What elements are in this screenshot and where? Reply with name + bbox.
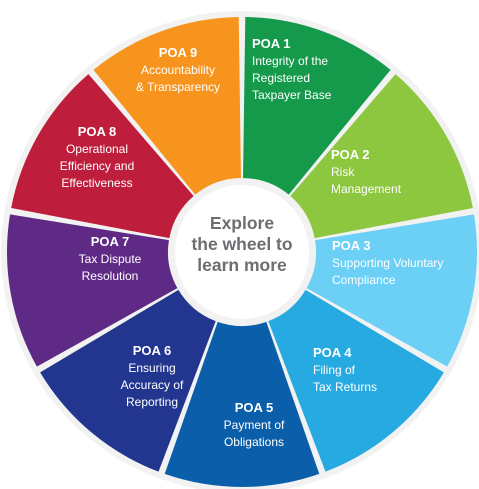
segment-poa-7[interactable] (6, 214, 178, 367)
wheel-labels: POA 1 Integrity of theRegisteredTaxpayer … (60, 36, 444, 449)
segment-poa-7-line-1: Tax Dispute (79, 252, 142, 266)
segment-poa-4-line-1: Filing of (313, 363, 356, 377)
segment-poa-1-title: POA 1 (252, 36, 291, 51)
segment-poa-3[interactable] (306, 214, 477, 367)
center-line-3: learn more (197, 255, 287, 275)
segment-poa-3-title: POA 3 (332, 238, 371, 253)
segment-poa-5[interactable] (164, 321, 320, 487)
segment-poa-5-title: POA 5 (235, 400, 274, 415)
segment-poa-9[interactable] (93, 17, 241, 195)
segment-poa-4[interactable] (268, 289, 444, 472)
segment-poa-4-title: POA 4 (313, 345, 352, 360)
segment-poa-7-line-2: Resolution (82, 269, 139, 283)
segment-poa-2-title: POA 2 (331, 147, 370, 162)
segment-poa-9-line-2: & Transparency (136, 80, 220, 94)
segment-poa-1-line-2: Registered (252, 71, 310, 85)
segment-poa-8-line-3: Effectiveness (61, 176, 132, 190)
segment-poa-2-line-2: Management (331, 182, 402, 196)
segment-poa-4-line-2: Tax Returns (313, 380, 377, 394)
segment-poa-6-line-1: Ensuring (128, 361, 175, 375)
center-line-1: Explore (210, 213, 274, 233)
segment-poa-1[interactable] (243, 17, 391, 195)
segment-poa-2-line-1: Risk (331, 165, 355, 179)
center-line-2: the wheel to (191, 234, 292, 254)
segment-poa-1-line-1: Integrity of the (252, 54, 328, 68)
segment-poa-6-line-2: Accuracy of (121, 378, 184, 392)
segment-poa-6-title: POA 6 (133, 343, 172, 358)
segment-poa-1-line-3: Taxpayer Base (252, 88, 332, 102)
segment-poa-3-line-1: Supporting Voluntary (332, 256, 443, 270)
segment-poa-9-line-1: Accountability (141, 63, 215, 77)
segment-poa-8-line-1: Operational (66, 142, 128, 156)
segment-poa-6[interactable] (40, 289, 216, 472)
wheel-center: Explore the wheel to learn more (175, 185, 309, 319)
segment-poa-8[interactable] (11, 74, 194, 239)
segment-poa-3-line-2: Compliance (332, 273, 396, 287)
wheel-segments (6, 17, 477, 487)
segment-poa-2[interactable] (290, 74, 473, 239)
segment-poa-9-title: POA 9 (159, 45, 198, 60)
segment-poa-7-title: POA 7 (91, 234, 130, 249)
segment-poa-5-line-1: Payment of (224, 418, 285, 432)
center-circle (175, 185, 309, 319)
segment-poa-8-line-2: Efficiency and (60, 159, 135, 173)
segment-poa-6-line-3: Reporting (126, 395, 178, 409)
segment-poa-5-line-2: Obligations (224, 435, 284, 449)
segment-poa-8-title: POA 8 (78, 124, 117, 139)
